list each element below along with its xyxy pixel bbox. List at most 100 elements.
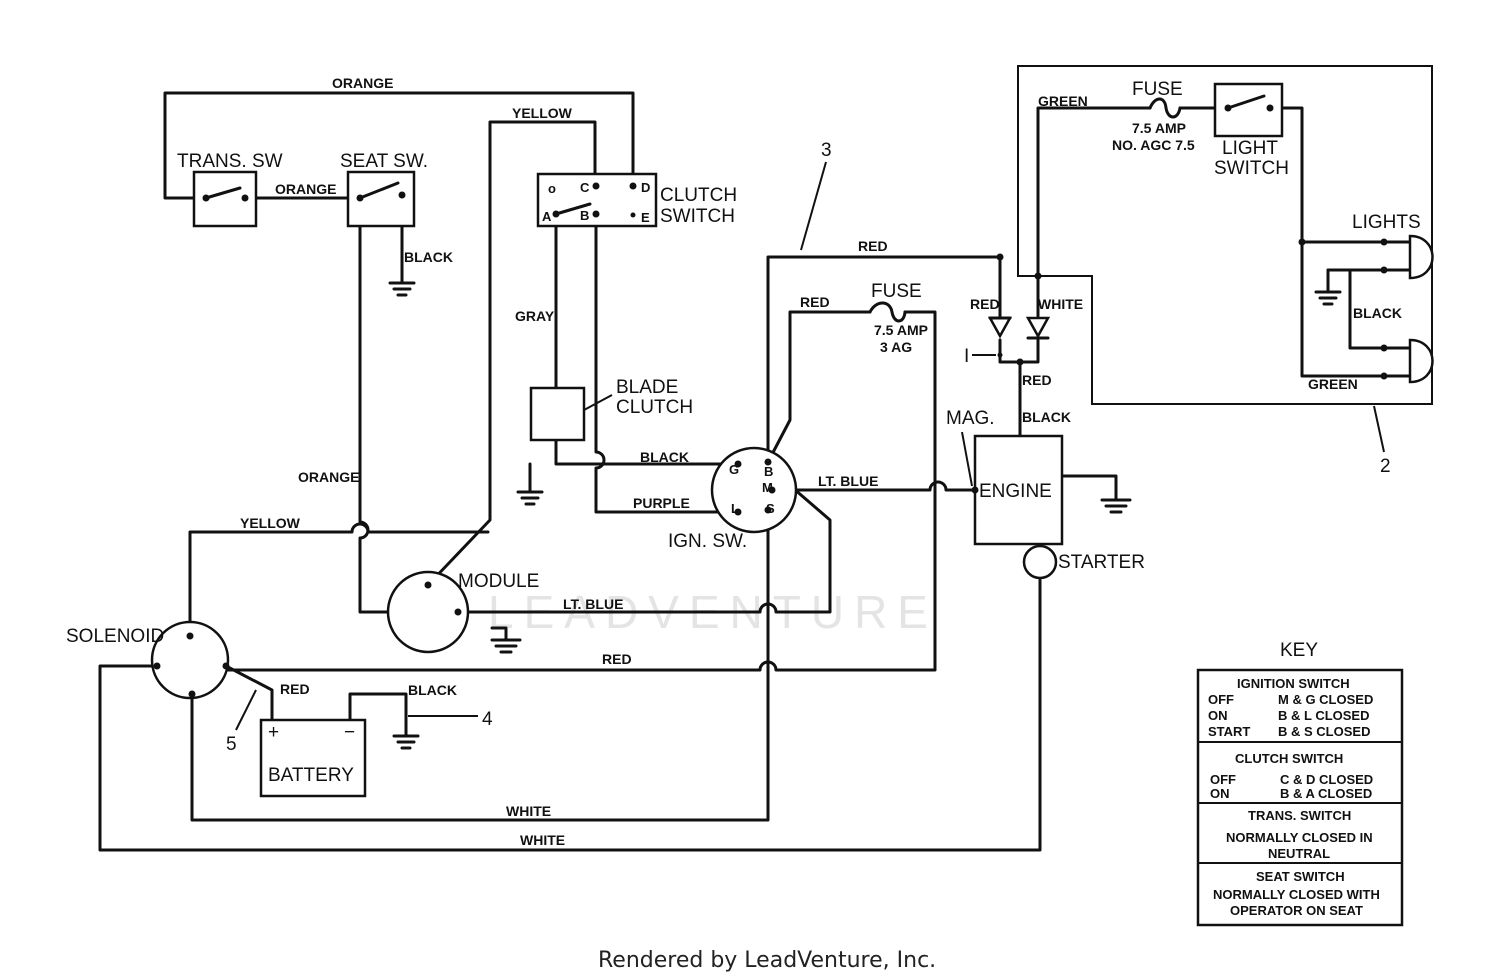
wire-white-outer: WHITE — [520, 832, 565, 848]
key-clutch-header: CLUTCH SWITCH — [1235, 751, 1343, 766]
key-clutch-on: ON — [1210, 786, 1230, 801]
wire-white-inner: WHITE — [506, 803, 551, 819]
light-harness-boundary — [1017, 65, 1433, 405]
light-switch-label: LIGHT — [1222, 138, 1278, 159]
wire-black-ign: BLACK — [640, 449, 689, 465]
key-seat-line2: OPERATOR ON SEAT — [1230, 903, 1363, 918]
light-switch-label-2: SWITCH — [1214, 158, 1289, 179]
key-clutch-off-val: C & D CLOSED — [1280, 772, 1373, 787]
battery-plus: + — [268, 722, 279, 743]
wire-lt-blue-module: LT. BLUE — [563, 596, 623, 612]
diodes: I — [964, 253, 1051, 367]
solenoid: SOLENOID — [66, 620, 230, 700]
ground-symbols — [388, 281, 1342, 750]
wire-black-engine: BLACK — [1022, 409, 1071, 425]
callouts: 3 2 4 5 — [226, 140, 1391, 755]
footer-credit: Rendered by LeadVenture, Inc. — [598, 948, 936, 973]
wire-orange-left: ORANGE — [298, 469, 359, 485]
battery-label: BATTERY — [268, 765, 354, 786]
light-switch: LIGHT SWITCH — [1213, 82, 1289, 179]
ign-switch-label: IGN. SW. — [668, 531, 747, 552]
wire-white-diode: WHITE — [1038, 296, 1083, 312]
ign-terminal-s: S — [766, 501, 775, 516]
clutch-switch: o C D A B E CLUTCH SWITCH — [536, 172, 737, 228]
wire-green-top: GREEN — [1038, 93, 1088, 109]
clutch-terminal-c: C — [580, 180, 590, 195]
callout-4: 4 — [482, 709, 493, 730]
seat-switch-label: SEAT SW. — [340, 151, 428, 172]
solenoid-label: SOLENOID — [66, 626, 164, 647]
wire-red-fuse: RED — [800, 294, 830, 310]
trans-switch: TRANS. SW — [177, 151, 283, 228]
module-ground-wire — [490, 626, 508, 642]
key-ign-start-val: B & S CLOSED — [1278, 724, 1370, 739]
wire-gray: GRAY — [515, 308, 555, 324]
wire-red-top: RED — [858, 238, 888, 254]
blade-clutch-label-2: CLUTCH — [616, 397, 693, 418]
diode-i-label: I — [964, 346, 969, 367]
wire-black-lights: BLACK — [1353, 305, 1402, 321]
battery: + − BATTERY — [259, 718, 367, 798]
wire-black-batt: BLACK — [408, 682, 457, 698]
starter: STARTER — [1022, 544, 1145, 580]
clutch-switch-label-2: SWITCH — [660, 206, 735, 227]
key-seat-header: SEAT SWITCH — [1256, 869, 1345, 884]
wire-red-engine: RED — [1022, 372, 1052, 388]
wire-orange-top: ORANGE — [332, 75, 393, 91]
engine-label: ENGINE — [979, 481, 1052, 502]
key-table: KEY IGNITION SWITCH OFF M & G CLOSED ON … — [1196, 640, 1404, 927]
wire-orange-mid: ORANGE — [275, 181, 336, 197]
ign-terminal-l: L — [731, 501, 739, 516]
clutch-terminal-e: E — [641, 210, 650, 225]
starter-label: STARTER — [1058, 552, 1145, 573]
wire-lt-blue-ign: LT. BLUE — [818, 473, 878, 489]
wire-yellow-left: YELLOW — [240, 515, 301, 531]
blade-clutch-label: BLADE — [616, 377, 678, 398]
callout-5: 5 — [226, 734, 237, 755]
key-trans-line1: NORMALLY CLOSED IN — [1226, 830, 1373, 845]
lights-label: LIGHTS — [1352, 212, 1421, 233]
wire-labels: ORANGE ORANGE ORANGE YELLOW YELLOW BLACK… — [240, 75, 1402, 848]
light-fuse-rating: 7.5 AMP — [1132, 120, 1186, 136]
trans-switch-label: TRANS. SW — [177, 151, 283, 172]
main-fuse-rating-2: 3 AG — [880, 339, 912, 355]
mag-label: MAG. — [946, 408, 995, 429]
light-fuse: FUSE 7.5 AMP NO. AGC 7.5 — [1112, 79, 1195, 153]
wire-red-batt: RED — [280, 681, 310, 697]
clutch-switch-label: CLUTCH — [660, 185, 737, 206]
wire-green-bottom: GREEN — [1308, 376, 1358, 392]
key-seat-line1: NORMALLY CLOSED WITH — [1213, 887, 1380, 902]
key-ign-off: OFF — [1208, 692, 1234, 707]
key-trans-header: TRANS. SWITCH — [1248, 808, 1351, 823]
clutch-terminal-b: B — [580, 208, 589, 223]
key-ign-on: ON — [1208, 708, 1228, 723]
ign-terminal-m: M — [762, 480, 773, 495]
key-title: KEY — [1280, 640, 1318, 661]
seat-switch: SEAT SW. — [340, 151, 428, 228]
module: MODULE — [386, 570, 539, 654]
main-fuse: FUSE 7.5 AMP 3 AG — [868, 281, 928, 355]
wire-black-seat: BLACK — [404, 249, 453, 265]
key-ign-off-val: M & G CLOSED — [1278, 692, 1373, 707]
clutch-terminal-a: A — [542, 209, 552, 224]
clutch-terminal-o: o — [548, 181, 556, 196]
wire-red-solenoid: RED — [602, 651, 632, 667]
ignition-switch: G B M L S IGN. SW. — [668, 446, 798, 552]
key-ignition-header: IGNITION SWITCH — [1237, 676, 1350, 691]
module-label: MODULE — [458, 571, 539, 592]
ign-terminal-b: B — [764, 464, 773, 479]
wire-purple: PURPLE — [633, 495, 690, 511]
key-clutch-on-val: B & A CLOSED — [1280, 786, 1372, 801]
engine: ENGINE MAG. — [946, 408, 1064, 546]
key-ign-start: START — [1208, 724, 1250, 739]
blade-clutch: BLADE CLUTCH — [529, 377, 693, 442]
callout-3: 3 — [821, 140, 832, 161]
callout-2: 2 — [1380, 456, 1391, 477]
main-fuse-rating: 7.5 AMP — [874, 322, 928, 338]
clutch-terminal-d: D — [641, 180, 650, 195]
battery-minus: − — [344, 722, 355, 743]
main-fuse-label: FUSE — [871, 281, 922, 302]
light-fuse-label: FUSE — [1132, 79, 1183, 100]
wire-yellow-top: YELLOW — [512, 105, 573, 121]
